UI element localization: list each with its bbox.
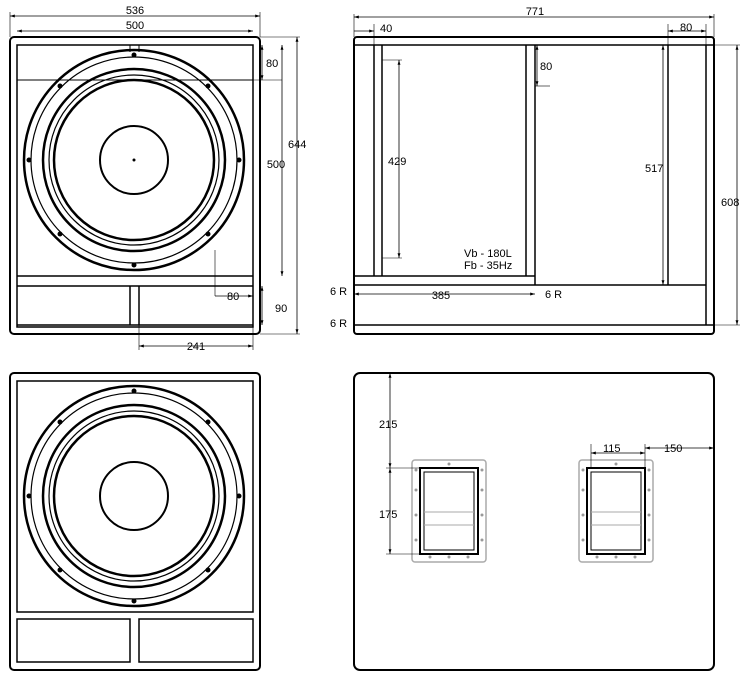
front-view-bottom — [9, 372, 261, 671]
dim-port-length: 385 — [432, 290, 450, 302]
dim-overall-depth: 771 — [526, 6, 544, 18]
dim-port-height: 90 — [275, 303, 287, 315]
rear-view: 215 175 115 150 — [353, 372, 715, 671]
dim-handle-height: 175 — [379, 509, 397, 521]
front-outer-panel — [9, 36, 261, 335]
dim-driver-section: 500 — [267, 159, 285, 171]
dim-front-offset: 40 — [380, 23, 392, 35]
front2-inner-panel — [16, 380, 254, 613]
mounting-holes — [26, 52, 242, 268]
dust-cap — [99, 125, 169, 195]
dim-handle-side-offset: 150 — [664, 443, 682, 455]
front-view: 536 500 80 500 644 80 90 241 — [9, 5, 306, 353]
handle-right — [578, 459, 654, 563]
handle-left — [411, 459, 487, 563]
dim-bottom-inset: 80 — [227, 291, 239, 303]
dim-radius-bottom: 6 R — [330, 318, 347, 330]
front2-port-left — [16, 618, 131, 663]
dim-inner-height: 429 — [388, 156, 406, 168]
dim-top-inset: 80 — [266, 58, 278, 70]
dim-overall-width: 536 — [126, 5, 144, 17]
dim-port-width: 241 — [187, 341, 205, 353]
side-outer-panel — [353, 36, 715, 335]
front2-port-right — [138, 618, 254, 663]
woofer-driver — [22, 48, 246, 272]
dust-cap-2 — [99, 461, 169, 531]
dim-overall-height: 644 — [288, 139, 306, 151]
mounting-holes-2 — [26, 388, 242, 604]
front2-outer-panel — [9, 372, 261, 671]
dim-rear-offset: 80 — [680, 22, 692, 34]
dim-baffle-width: 500 — [126, 20, 144, 32]
dim-handle-top-offset: 215 — [379, 419, 397, 431]
side-section-view: 771 40 80 80 429 517 608 385 6 R 6 R — [330, 6, 740, 335]
dim-radius-port: 6 R — [545, 289, 562, 301]
rear-panel — [353, 372, 715, 671]
dim-side-height: 608 — [721, 197, 739, 209]
dim-rear-height: 517 — [645, 163, 663, 175]
front-inner-panel — [16, 44, 254, 328]
spec-tuning: Fb - 35Hz — [464, 260, 512, 272]
spec-volume: Vb - 180L — [464, 248, 512, 260]
dim-radius-top: 6 R — [330, 286, 347, 298]
dim-top-gap: 80 — [540, 61, 552, 73]
woofer-driver-2 — [22, 384, 246, 608]
dim-handle-width: 115 — [603, 443, 621, 455]
